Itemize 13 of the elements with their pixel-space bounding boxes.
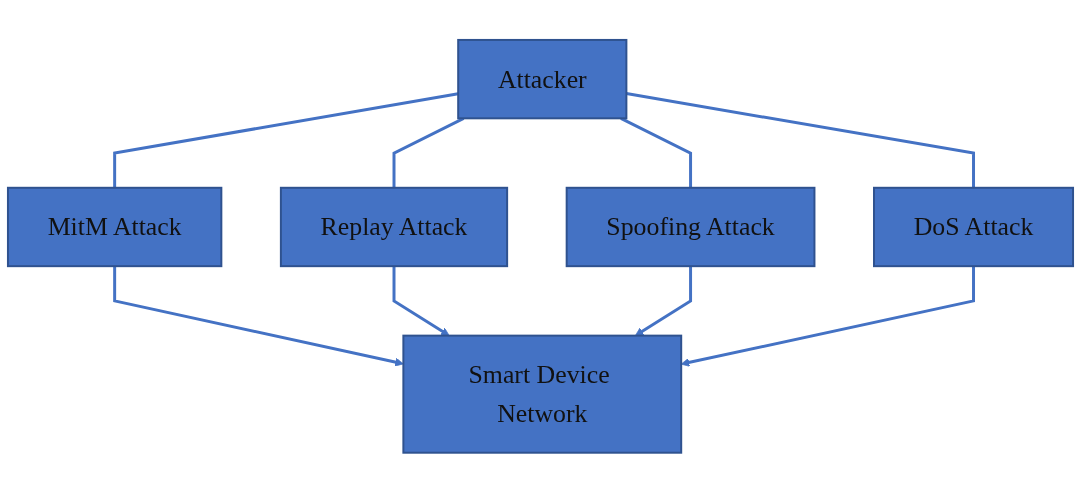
arrow [113, 265, 404, 367]
node-box: Replay Attack [279, 186, 509, 267]
node-box: DoS Attack [873, 186, 1075, 267]
connector [392, 116, 465, 188]
node-box: Smart Device Network [402, 334, 683, 454]
node-box: Attacker [457, 38, 628, 119]
node-box: MitM Attack [6, 186, 223, 267]
arrow [392, 265, 450, 336]
connector [626, 91, 975, 188]
node-box: Spoofing Attack [565, 186, 816, 267]
connector [113, 91, 459, 188]
arrow [634, 265, 693, 336]
connector [620, 116, 693, 188]
